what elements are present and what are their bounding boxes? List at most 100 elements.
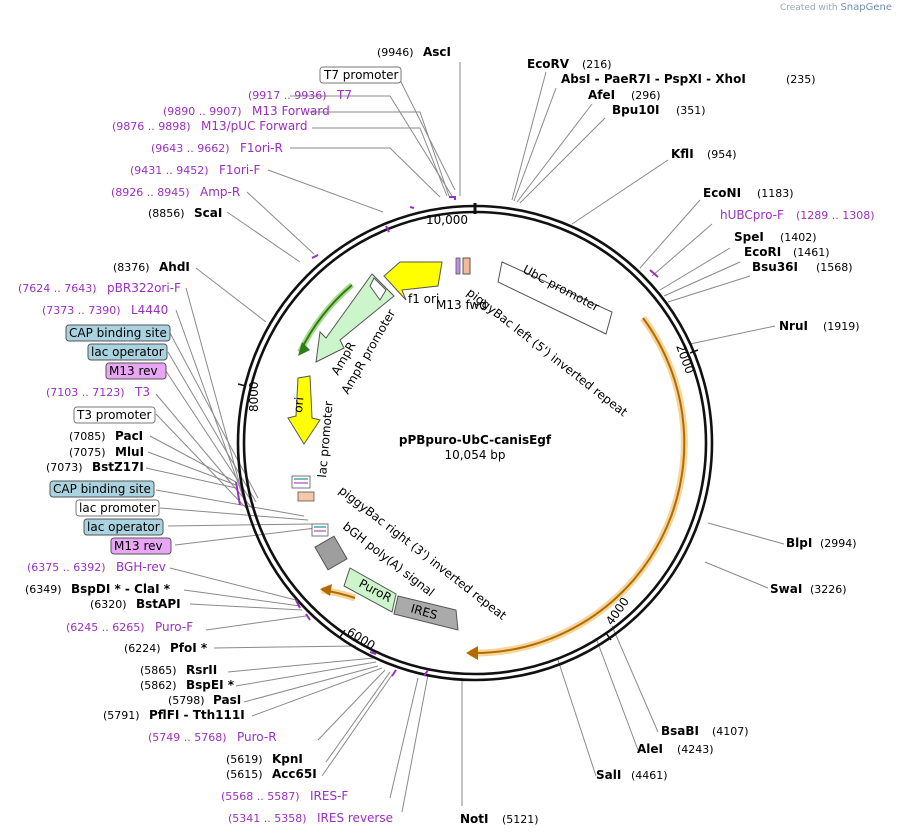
site-pacI-name: PacI [115, 429, 143, 443]
site-pflfi-pos: (5791) [103, 709, 140, 722]
primer-f1orir-pos: (9643 .. 9662) [151, 142, 230, 155]
site-aleI-pos: (4243) [677, 743, 714, 756]
primer-bgh-pos: (6375 .. 6392) [27, 561, 106, 574]
primer-puror-name: Puro-R [237, 730, 277, 744]
site-ascI-pos: (9946) [377, 46, 414, 59]
primer-ampr-pos: (8926 .. 8945) [111, 186, 190, 199]
primer-t7-name: T7 [336, 88, 352, 102]
tick-6000-mark [339, 629, 346, 638]
site-nruI-name: NruI [779, 319, 808, 333]
box-cap-2 [49, 480, 155, 498]
plasmid-length: 10,054 bp [444, 448, 505, 462]
feature-boxes: T7 promoter CAP binding site lac operato… [49, 66, 402, 555]
site-swaI-name: SwaI [770, 582, 802, 596]
site-bstz17I-name: BstZ17I [92, 460, 144, 474]
box-cap-1-label: CAP binding site [69, 326, 167, 340]
ampr-orf-arrowhead [298, 342, 310, 356]
primer-m13puc-name: M13/pUC Forward [201, 119, 308, 133]
box-lac-promoter-label: lac promoter [79, 501, 156, 515]
primer-f1orif-pos: (9431 .. 9452) [130, 164, 209, 177]
site-rsrII-pos: (5865) [140, 664, 177, 677]
tick-4000-mark [605, 632, 612, 641]
ubc-promoter-feature [497, 261, 613, 335]
restriction-sites: (9946) AscI EcoRV (216) AbsI - PaeR7I - … [25, 45, 860, 826]
site-bspdi-name: BspDI * - ClaI * [71, 582, 171, 596]
puror-feature [343, 567, 397, 613]
plasmid-name: pPBpuro-UbC-canisEgf [399, 433, 552, 447]
site-afeI-pos: (296) [631, 89, 661, 102]
site-pasI-name: PasI [213, 693, 241, 707]
t7-feature [455, 257, 461, 275]
site-pacI-pos: (7085) [69, 430, 106, 443]
site-notI-pos: (5121) [502, 813, 539, 826]
site-bpu10I-pos: (351) [676, 104, 706, 117]
snapgene-credit: Created with SnapGene [780, 2, 892, 13]
box-t3-promoter-label: T3 promoter [76, 408, 152, 422]
primer-pbr-pos: (7624 .. 7643) [18, 282, 97, 295]
site-bsu36I-name: Bsu36I [752, 260, 798, 274]
primer-marks [235, 196, 659, 677]
site-absi-pos: (235) [786, 73, 816, 86]
site-ecorI-pos: (1461) [793, 246, 830, 259]
box-lacop-1-label: lac operator [91, 345, 164, 359]
site-bsu36I-pos: (1568) [816, 261, 853, 274]
lac-region-feature [291, 475, 329, 537]
credit-prefix: Created with [779, 3, 838, 13]
leader-lines [145, 62, 785, 813]
site-econI-pos: (1183) [757, 187, 794, 200]
site-acc65I-name: Acc65I [272, 767, 317, 781]
tick-8000-mark [237, 383, 247, 387]
label-m13fwd: M13 fwd [436, 298, 487, 312]
ires-feature [393, 595, 459, 631]
site-rsrII-name: RsrII [186, 663, 217, 677]
site-acc65I-pos: (5615) [226, 768, 263, 781]
site-bstapi-name: BstAPI [136, 597, 181, 611]
primer-f1orif-name: F1ori-F [219, 163, 260, 177]
box-lac-promoter [75, 499, 160, 517]
label-f1ori: f1 ori [408, 292, 439, 306]
box-t7-promoter-label: T7 promoter [323, 68, 399, 82]
primer-l4440-name: L4440 [131, 303, 168, 317]
box-m13rev-1 [105, 362, 167, 380]
primer-l4440-pos: (7373 .. 7390) [42, 304, 121, 317]
tick-8000: 8000 [247, 381, 261, 412]
site-econI-name: EcoNI [703, 186, 741, 200]
ori-feature [287, 375, 321, 445]
site-absi-name: AbsI - PaeR7I - PspXI - XhoI [561, 72, 746, 86]
orf-egf [469, 317, 686, 655]
site-bspeI-pos: (5862) [140, 679, 177, 692]
site-bsabI-name: BsaBI [661, 724, 699, 738]
site-ahdI-pos: (8376) [113, 261, 150, 274]
primer-purof-pos: (6245 .. 6265) [66, 621, 145, 634]
label-ori: ori [291, 396, 306, 413]
site-swaI-pos: (3226) [810, 583, 847, 596]
tick-10000: 10,000 [426, 213, 468, 227]
site-salI-name: SalI [596, 768, 621, 782]
primer-hubc-pos: (1289 .. 1308) [796, 209, 875, 222]
site-mluI-pos: (7075) [69, 446, 106, 459]
site-aleI-name: AleI [637, 742, 663, 756]
primer-hubc-name: hUBCpro-F [720, 208, 784, 222]
box-lacop-2-label: lac operator [87, 520, 160, 534]
site-nruI-pos: (1919) [823, 320, 860, 333]
site-notI-name: NotI [460, 812, 489, 826]
m13-fwd-feature [462, 257, 471, 275]
tick-2000: 2000 [673, 342, 697, 375]
snapgene-logo: SnapGene [840, 2, 892, 13]
box-cap-1 [65, 324, 171, 342]
primer-purof-name: Puro-F [155, 620, 193, 634]
site-bstapi-pos: (6320) [90, 598, 127, 611]
box-cap-2-label: CAP binding site [53, 482, 151, 496]
primer-t3-pos: (7103 .. 7123) [46, 386, 125, 399]
box-m13rev-2 [110, 537, 172, 555]
primer-iresf-pos: (5568 .. 5587) [221, 790, 300, 803]
box-m13rev-1-label: M13 rev [109, 364, 158, 378]
site-ascI-name: AscI [423, 45, 451, 59]
primer-t7-pos: (9917 .. 9936) [248, 89, 327, 102]
site-speI-name: SpeI [734, 230, 764, 244]
site-mluI-name: MluI [115, 445, 144, 459]
box-lacop-1 [87, 343, 168, 361]
site-pflfi-name: PflFI - Tth111I [149, 708, 245, 722]
site-ecorv-name: EcoRV [527, 57, 570, 71]
